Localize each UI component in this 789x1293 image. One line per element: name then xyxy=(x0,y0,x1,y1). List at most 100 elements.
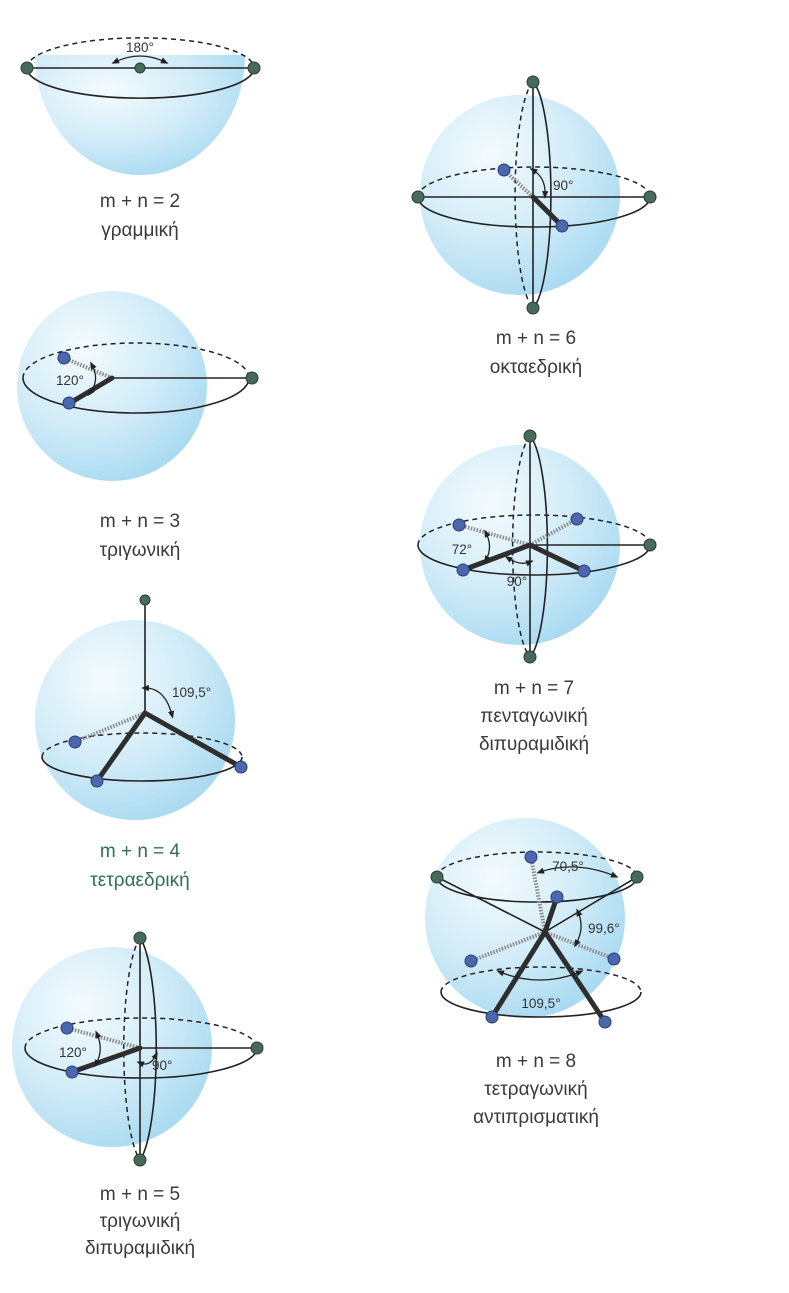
atom-top xyxy=(133,931,147,945)
bond-upper-right xyxy=(544,876,638,933)
atom-left xyxy=(411,190,425,204)
formula-label: m + n = 7 xyxy=(494,678,574,699)
angle-arc xyxy=(141,684,175,719)
angle-label-99-6: 99,6° xyxy=(588,921,620,936)
meridian-front xyxy=(139,937,158,1161)
bond-front-right xyxy=(142,710,244,770)
panel-trigonal-bipyramidal: 120° 90° m + n = 5 τριγωνική διπυραμιδικ… xyxy=(12,931,264,1259)
atom-back-left xyxy=(452,518,466,532)
angle-label-120: 120° xyxy=(59,1045,87,1060)
geometry-name-line1: τριγωνική xyxy=(100,1211,181,1232)
bond-back xyxy=(502,168,535,199)
atom-right xyxy=(247,61,261,75)
equator-front xyxy=(41,756,243,782)
bond-front-right xyxy=(527,542,587,574)
panel-trigonal: 120° m + n = 3 τριγωνική xyxy=(17,291,259,561)
meridian-back xyxy=(511,435,531,658)
atom-back xyxy=(497,163,511,177)
equator-back xyxy=(417,514,651,546)
angle-arc-70-5 xyxy=(536,866,619,878)
angle-label-90: 90° xyxy=(507,574,527,589)
sphere xyxy=(420,95,620,295)
atom-top xyxy=(523,429,537,443)
atom-front-left xyxy=(456,563,470,577)
atom-right xyxy=(643,538,657,552)
atom-lower-back-left xyxy=(464,954,478,968)
sphere xyxy=(420,445,620,645)
geometry-name-line2: αντιπρισματική xyxy=(473,1107,599,1128)
atom-bottom xyxy=(526,301,540,315)
meridian-back xyxy=(123,937,141,1161)
atom-right xyxy=(250,1041,264,1055)
angle-arc xyxy=(87,361,97,397)
angle-arc xyxy=(529,167,549,199)
equator-front xyxy=(24,1047,258,1079)
meridian-front xyxy=(529,435,549,658)
geometry-name-line1: τετραγωνική xyxy=(484,1079,587,1100)
angle-label-90: 90° xyxy=(152,1058,172,1073)
lower-ring-front xyxy=(440,991,642,1018)
equator-front xyxy=(22,377,250,414)
panel-tetrahedral: 109,5° m + n = 4 τετραεδρική xyxy=(35,594,248,891)
atom-bottom xyxy=(523,650,537,664)
geometry-name-line2: διπυραμιδική xyxy=(85,1238,195,1259)
angle-arc-120 xyxy=(94,1030,102,1068)
atom-upper-front xyxy=(550,890,564,904)
equator-back xyxy=(417,166,651,198)
panel-octahedral: 90° m + n = 6 οκταεδρική xyxy=(411,75,657,378)
atom-upper-right xyxy=(630,870,644,884)
equator-back xyxy=(22,342,250,379)
bond-front xyxy=(69,1045,143,1075)
sphere xyxy=(12,947,212,1147)
panel-linear: 180° m + n = 2 γραμμική xyxy=(20,37,261,241)
angle-arc-90 xyxy=(136,1051,158,1068)
atom-lower-front-right xyxy=(598,1015,612,1029)
geometry-name: γραμμική xyxy=(101,220,178,241)
angle-label-70-5: 70,5° xyxy=(552,859,584,874)
bond-back xyxy=(63,356,113,380)
atom-back xyxy=(68,735,82,749)
geometry-name: οκταεδρική xyxy=(490,357,582,378)
sphere xyxy=(17,291,207,481)
panel-square-antiprismatic: 70,5° 99,6° 109,5° m + n = 8 τετραγωνική… xyxy=(425,818,644,1128)
bond-back xyxy=(74,711,146,744)
angle-label-109-5: 109,5° xyxy=(172,685,211,700)
atom-bottom xyxy=(133,1153,147,1167)
bond-front xyxy=(530,194,565,229)
atom-upper-back xyxy=(524,850,538,864)
formula-label: m + n = 2 xyxy=(100,191,180,212)
sphere xyxy=(35,55,245,175)
angle-label-180: 180° xyxy=(126,40,154,55)
angle-arc-90 xyxy=(504,555,534,567)
atom-front-right xyxy=(234,760,248,774)
bond-back xyxy=(66,1026,141,1050)
meridian-front xyxy=(532,81,552,309)
equator-front xyxy=(26,67,255,99)
angle-arc-99-6 xyxy=(574,908,583,948)
bond-lower-front-right xyxy=(542,929,608,1025)
angle-label-72: 72° xyxy=(452,542,472,557)
atom-upper-left xyxy=(430,870,444,884)
atom-front xyxy=(555,219,569,233)
formula-label: m + n = 6 xyxy=(496,328,576,349)
atom-front xyxy=(65,1065,79,1079)
atom-back xyxy=(57,351,71,365)
panel-pentagonal-bipyramidal: 72° 90° m + n = 7 πενταγωνική διπυραμιδι… xyxy=(417,429,657,755)
equator-back xyxy=(24,1017,258,1049)
atom-top xyxy=(526,75,540,89)
angle-label-109-5: 109,5° xyxy=(521,996,560,1011)
formula-label: m + n = 4 xyxy=(100,841,181,862)
atom-front-right xyxy=(577,564,591,578)
geometry-name-line1: πενταγωνική xyxy=(480,706,587,727)
geometry-name: τριγωνική xyxy=(100,540,181,561)
atom-left xyxy=(20,61,34,75)
atom-top xyxy=(139,594,151,606)
geometry-name: τετραεδρική xyxy=(90,870,189,891)
equator-front xyxy=(417,544,651,576)
atom-back-right xyxy=(570,512,584,526)
angle-arc-72 xyxy=(484,529,491,564)
bond-upper-back xyxy=(529,856,547,933)
bond-back-left xyxy=(458,523,531,547)
equator-back xyxy=(26,37,255,69)
